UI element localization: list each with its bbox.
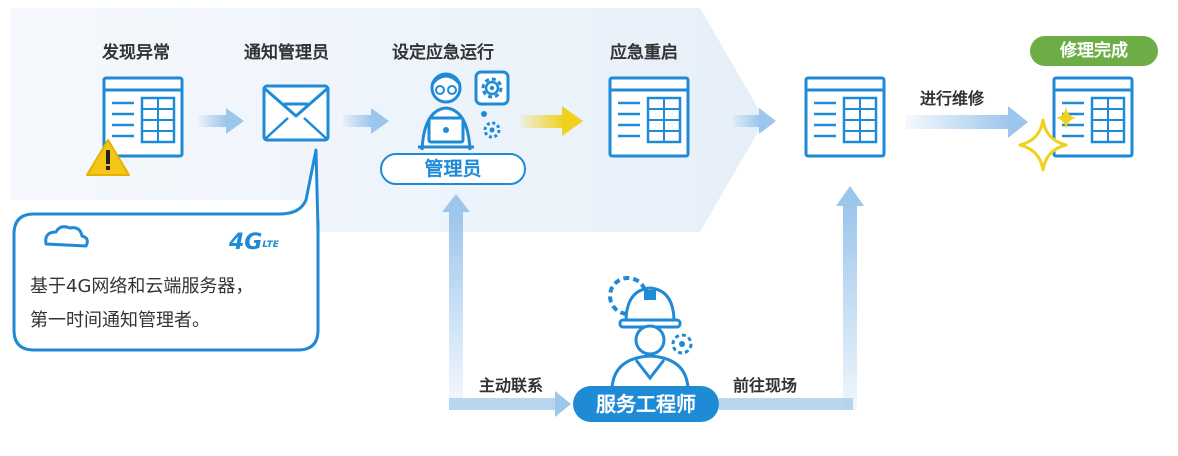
- sheet-icon-step4: [608, 76, 690, 158]
- sheet-icon-step5: [804, 76, 886, 158]
- small-gear-icon: [483, 121, 501, 139]
- role-admin-pill: 管理员: [380, 153, 526, 185]
- edge-label-onsite: 前往现场: [733, 376, 798, 395]
- edge-label-contact: 主动联系: [479, 376, 544, 395]
- envelope-icon: [262, 84, 330, 142]
- arrow-step2-to-step3: [343, 108, 389, 134]
- settings-gear-box-icon: [474, 70, 510, 106]
- dot-icon: [481, 111, 487, 117]
- notification-bubble: [12, 148, 320, 352]
- 4g-lte-logo: 4GLTE: [229, 232, 279, 256]
- arrow-step3-to-step4: [520, 106, 583, 136]
- sparkle-icon: [1018, 106, 1076, 172]
- edge-label-repair: 进行维修: [920, 89, 985, 108]
- warning-icon: [86, 139, 130, 176]
- arrow-up-to-admin: [442, 194, 470, 398]
- network-label: 4G: [229, 230, 263, 255]
- role-engineer-pill: 服务工程师: [573, 386, 719, 422]
- arrow-step4-to-step5: [733, 108, 776, 134]
- arrow-step1-to-step2: [198, 108, 244, 134]
- done-badge: 修理完成: [1030, 36, 1158, 66]
- arrow-repair: [906, 106, 1028, 138]
- arrow-onsite: [719, 398, 853, 410]
- arrow-up-to-step5: [836, 186, 864, 410]
- arrow-contact: [449, 391, 571, 417]
- step-label-3: 设定应急运行: [392, 43, 494, 63]
- bubble-text-line1: 基于4G网络和云端服务器，: [30, 276, 254, 297]
- network-sub-label: LTE: [262, 240, 279, 250]
- step-label-2: 通知管理员: [244, 43, 329, 63]
- step-label-1: 发现异常: [102, 43, 170, 63]
- step-label-4: 应急重启: [610, 43, 678, 63]
- sheet-icon-step1: [102, 76, 184, 158]
- engineer-icon: [608, 276, 693, 389]
- admin-icon: [418, 72, 474, 151]
- bubble-text-line2: 第一时间通知管理者。: [30, 310, 210, 331]
- cloud-icon: [44, 225, 89, 248]
